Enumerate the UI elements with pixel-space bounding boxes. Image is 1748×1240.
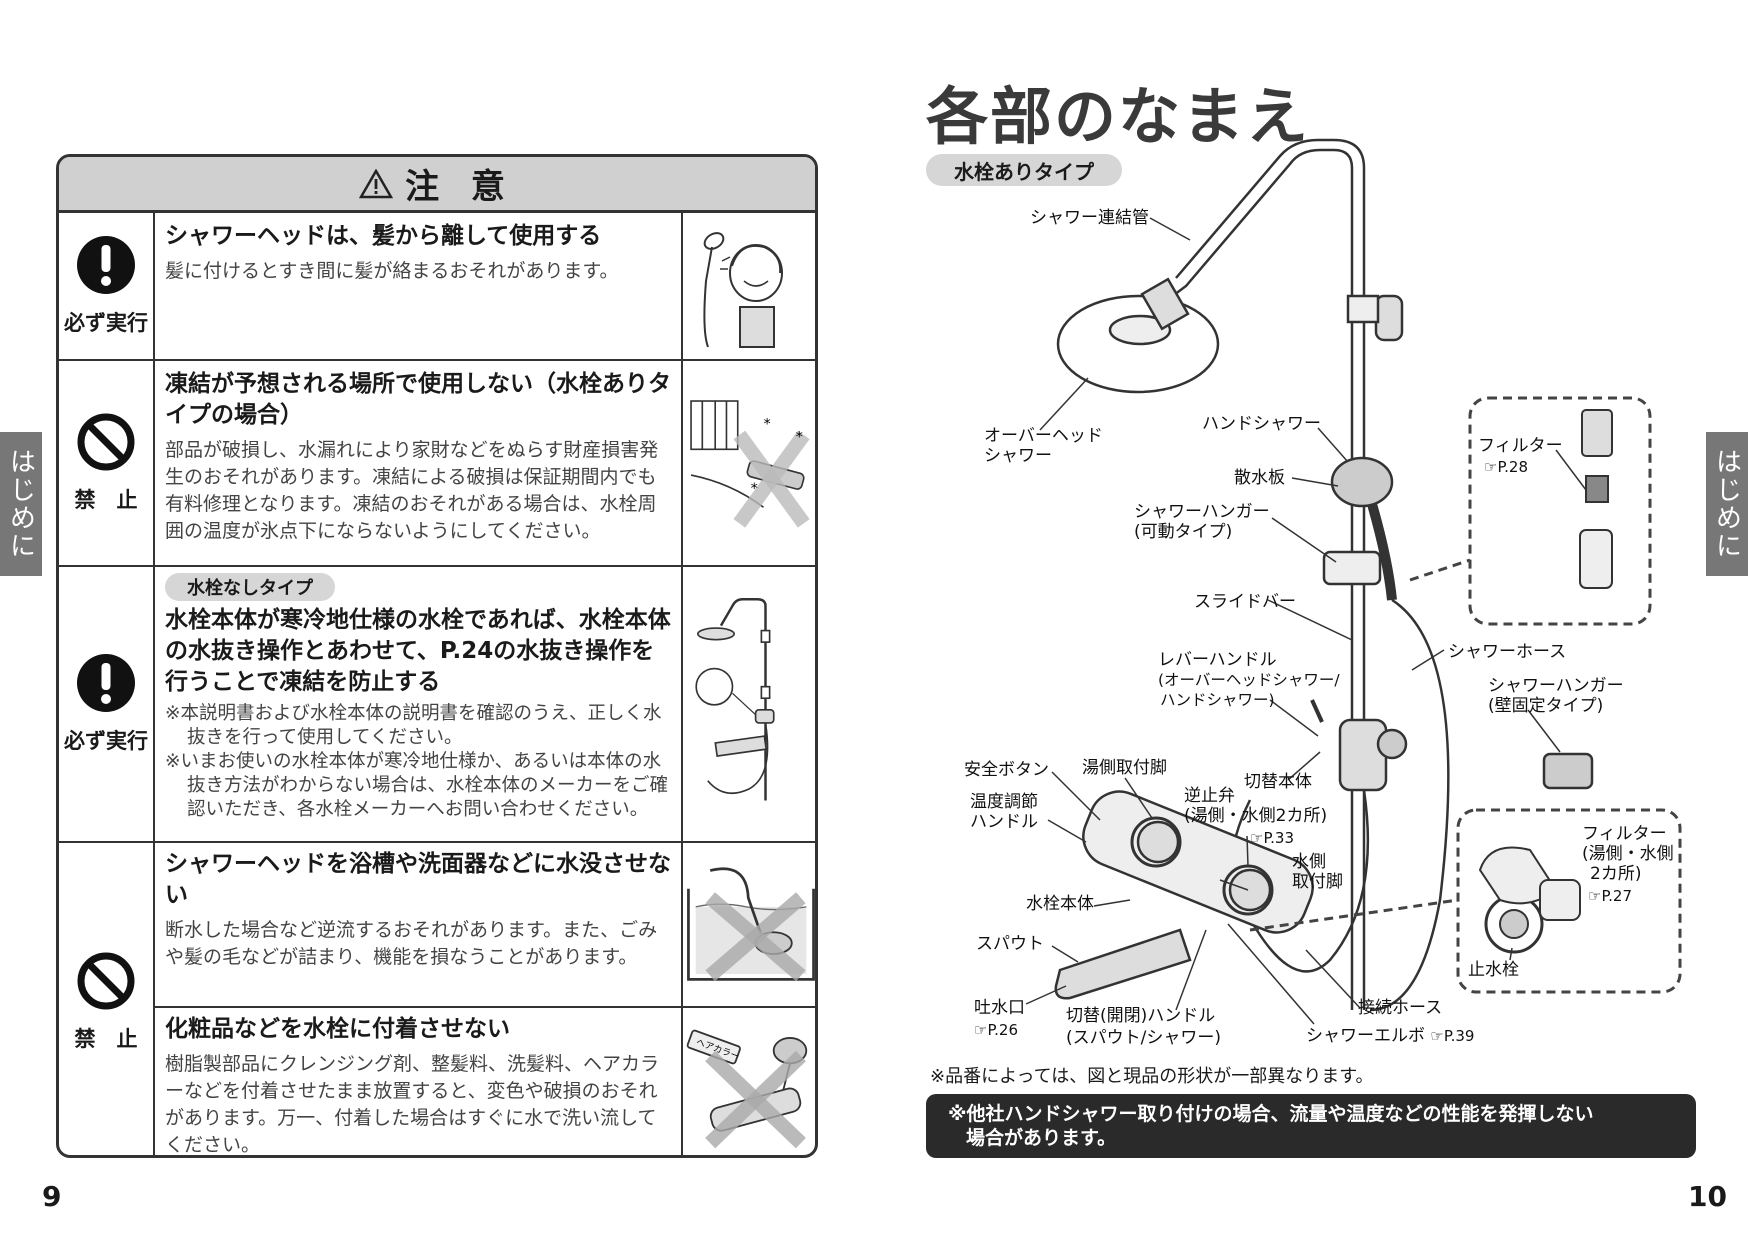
row-heading: 凍結が予想される場所で使用しない（水栓ありタイプの場合） — [165, 371, 671, 428]
label-movable-hanger-2: (可動タイプ) — [1134, 522, 1233, 542]
shower-pipe — [1169, 148, 1354, 1010]
filter-detail-box — [1468, 396, 1652, 626]
hand-shower-head — [1330, 456, 1394, 508]
type-pill: 水栓なしタイプ — [165, 573, 335, 601]
label-spout: スパウト — [976, 934, 1044, 954]
label-connecting-pipe: シャワー連結管 — [1030, 208, 1149, 228]
label-filter-bottom: フィルター — [1582, 824, 1667, 844]
label-hot-leg: 湯側取付脚 — [1082, 758, 1167, 778]
ref-filter-bottom: ☞P.27 — [1588, 887, 1633, 905]
note-variation: ※品番によっては、図と現品の形状が一部異なります。 — [930, 1066, 1374, 1087]
label-fixed-hanger-2: (壁固定タイプ) — [1488, 696, 1604, 716]
row-heading: 水栓本体が寒冷地仕様の水栓であれば、水栓本体の水抜き操作とあわせて、P.24の水… — [165, 607, 671, 695]
label-lever-handle-2: (オーバーヘッドシャワー/ — [1158, 671, 1340, 689]
label-spray-plate: 散水板 — [1234, 468, 1285, 488]
svg-text:*: * — [763, 416, 770, 432]
row-body: 樹脂製部品にクレンジング剤、整髪料、洗髪料、ヘアカラーなどを付着させたまま放置す… — [165, 1053, 660, 1156]
label-fixed-hanger: シャワーハンガー — [1488, 676, 1624, 696]
cosmetics-faucet-illustration: ヘアカラー — [686, 1029, 808, 1148]
label-lever-handle-3: ハンドシャワー) — [1160, 691, 1275, 709]
label-overhead-shower: オーバーヘッド — [984, 426, 1103, 446]
row-heading: シャワーヘッドは、髪から離して使用する — [165, 223, 602, 249]
shower-hose — [1369, 598, 1450, 1012]
label-shower-elbow: シャワーエルボ ☞P.39 — [1306, 1026, 1475, 1046]
submerged-showerhead-illustration — [687, 866, 815, 981]
frozen-faucet-illustration: * * * — [690, 400, 810, 528]
page-title: 各部のなまえ — [926, 80, 1311, 153]
label-temp-handle-2: ハンドル — [970, 812, 1038, 832]
fixed-hanger — [1542, 752, 1594, 790]
label-switch-handle-2: (スパウト/シャワー) — [1066, 1028, 1221, 1048]
row-heading: 化粧品などを水栓に付着させない — [165, 1016, 510, 1042]
caution-row: 必ず実行 水栓なしタイプ 水栓本体が寒冷地仕様の水栓であれば、水栓本体の水抜き操… — [59, 565, 815, 841]
label-slide-bar: スライドバー — [1194, 592, 1296, 612]
drain-procedure-illustration — [695, 597, 775, 801]
caution-header: 注 意 — [59, 157, 815, 213]
label-check-valve-2: (湯側・水側2カ所) — [1184, 806, 1328, 826]
label-filter-top: フィルター — [1478, 436, 1563, 456]
label-temp-handle: 温度調節 — [970, 792, 1038, 812]
prohibited-icon — [77, 413, 135, 471]
label-movable-hanger: シャワーハンガー — [1134, 502, 1270, 522]
icon-label: 禁 止 — [74, 1027, 138, 1051]
caution-title: 注 意 — [405, 167, 515, 207]
ref-shower-elbow: ☞P.39 — [1430, 1027, 1475, 1045]
svg-text:*: * — [751, 481, 758, 497]
caution-table: 注 意 必ず実行 シャワーヘッドは、髪から離して使用する 髪に付けるとすき間に髪… — [56, 154, 818, 1158]
label-connection-hose: 接続ホース — [1358, 998, 1443, 1018]
label-lever-handle: レバーハンドル — [1158, 650, 1277, 670]
section-tab-left: はじめに — [0, 432, 42, 576]
caution-row: 禁 止 シャワーヘッドを浴槽や洗面器などに水没させない 断水した場合など逆流する… — [59, 841, 815, 1156]
row-note: ※いまお使いの水栓本体が寒冷地仕様か、あるいは本体の水抜き方法がわからない場合は… — [165, 751, 669, 820]
label-switch-handle: 切替(開閉)ハンドル — [1066, 1006, 1216, 1026]
label-safety-button: 安全ボタン — [964, 760, 1049, 780]
spout — [1054, 928, 1192, 1000]
label-cold-leg: 水側 — [1292, 852, 1326, 872]
icon-label: 必ず実行 — [64, 311, 148, 335]
label-overhead-shower-2: シャワー — [984, 446, 1052, 466]
switch-body — [1338, 718, 1388, 792]
label-hand-shower: ハンドシャワー — [1202, 414, 1321, 434]
prohibited-icon — [77, 952, 135, 1010]
label-outlet: 吐水口 — [974, 998, 1025, 1018]
row-body: 断水した場合など逆流するおそれがあります。また、ごみや髪の毛などが詰まり、機能を… — [165, 919, 658, 968]
ref-filter-top: ☞P.28 — [1484, 458, 1529, 476]
page-number-left: 9 — [42, 1180, 62, 1213]
label-check-valve: 逆止弁 — [1184, 786, 1235, 806]
label-stop-valve: 止水栓 — [1468, 960, 1519, 980]
label-switch-body: 切替本体 — [1244, 772, 1312, 792]
svg-text:*: * — [796, 429, 803, 445]
note-other-brands: ※他社ハンドシャワー取り付けの場合、流量や温度などの性能を発揮しない 場合があり… — [926, 1094, 1696, 1158]
label-filter-bottom-2: (湯側・水側 — [1582, 844, 1674, 864]
caution-row: 必ず実行 シャワーヘッドは、髪から離して使用する 髪に付けるとすき間に髪が絡まる… — [59, 213, 815, 359]
mandatory-action-icon — [77, 654, 135, 712]
page-number-right: 10 — [1688, 1180, 1727, 1213]
label-faucet-body: 水栓本体 — [1026, 894, 1094, 914]
section-tab-right: はじめに — [1706, 432, 1748, 576]
row-heading: シャワーヘッドを浴槽や洗面器などに水没させない — [165, 851, 671, 908]
warning-icon — [359, 168, 394, 198]
movable-hanger — [1322, 550, 1382, 586]
row-body: 部品が破損し、水漏れにより家財などをぬらす財産損害発生のおそれがあります。凍結に… — [165, 439, 659, 542]
row-body: 髪に付けるとすき間に髪が絡まるおそれがあります。 — [165, 260, 619, 282]
mandatory-action-icon — [77, 236, 135, 294]
label-cold-leg-2: 取付脚 — [1292, 872, 1343, 892]
shower-hair-illustration — [703, 232, 783, 348]
ref-outlet: ☞P.26 — [974, 1021, 1019, 1039]
icon-label: 禁 止 — [74, 488, 138, 512]
row-note: ※本説明書および水栓本体の説明書を確認のうえ、正しく水抜きを行って使用してくださ… — [165, 703, 662, 748]
caution-row: 禁 止 凍結が予想される場所で使用しない（水栓ありタイプの場合） 部品が破損し、… — [59, 359, 815, 565]
icon-label: 必ず実行 — [64, 729, 148, 753]
type-pill: 水栓ありタイプ — [926, 154, 1122, 186]
label-filter-bottom-3: 2カ所) — [1590, 864, 1642, 884]
label-shower-hose: シャワーホース — [1448, 642, 1567, 662]
ref-check-valve: ☞P.33 — [1250, 829, 1295, 847]
